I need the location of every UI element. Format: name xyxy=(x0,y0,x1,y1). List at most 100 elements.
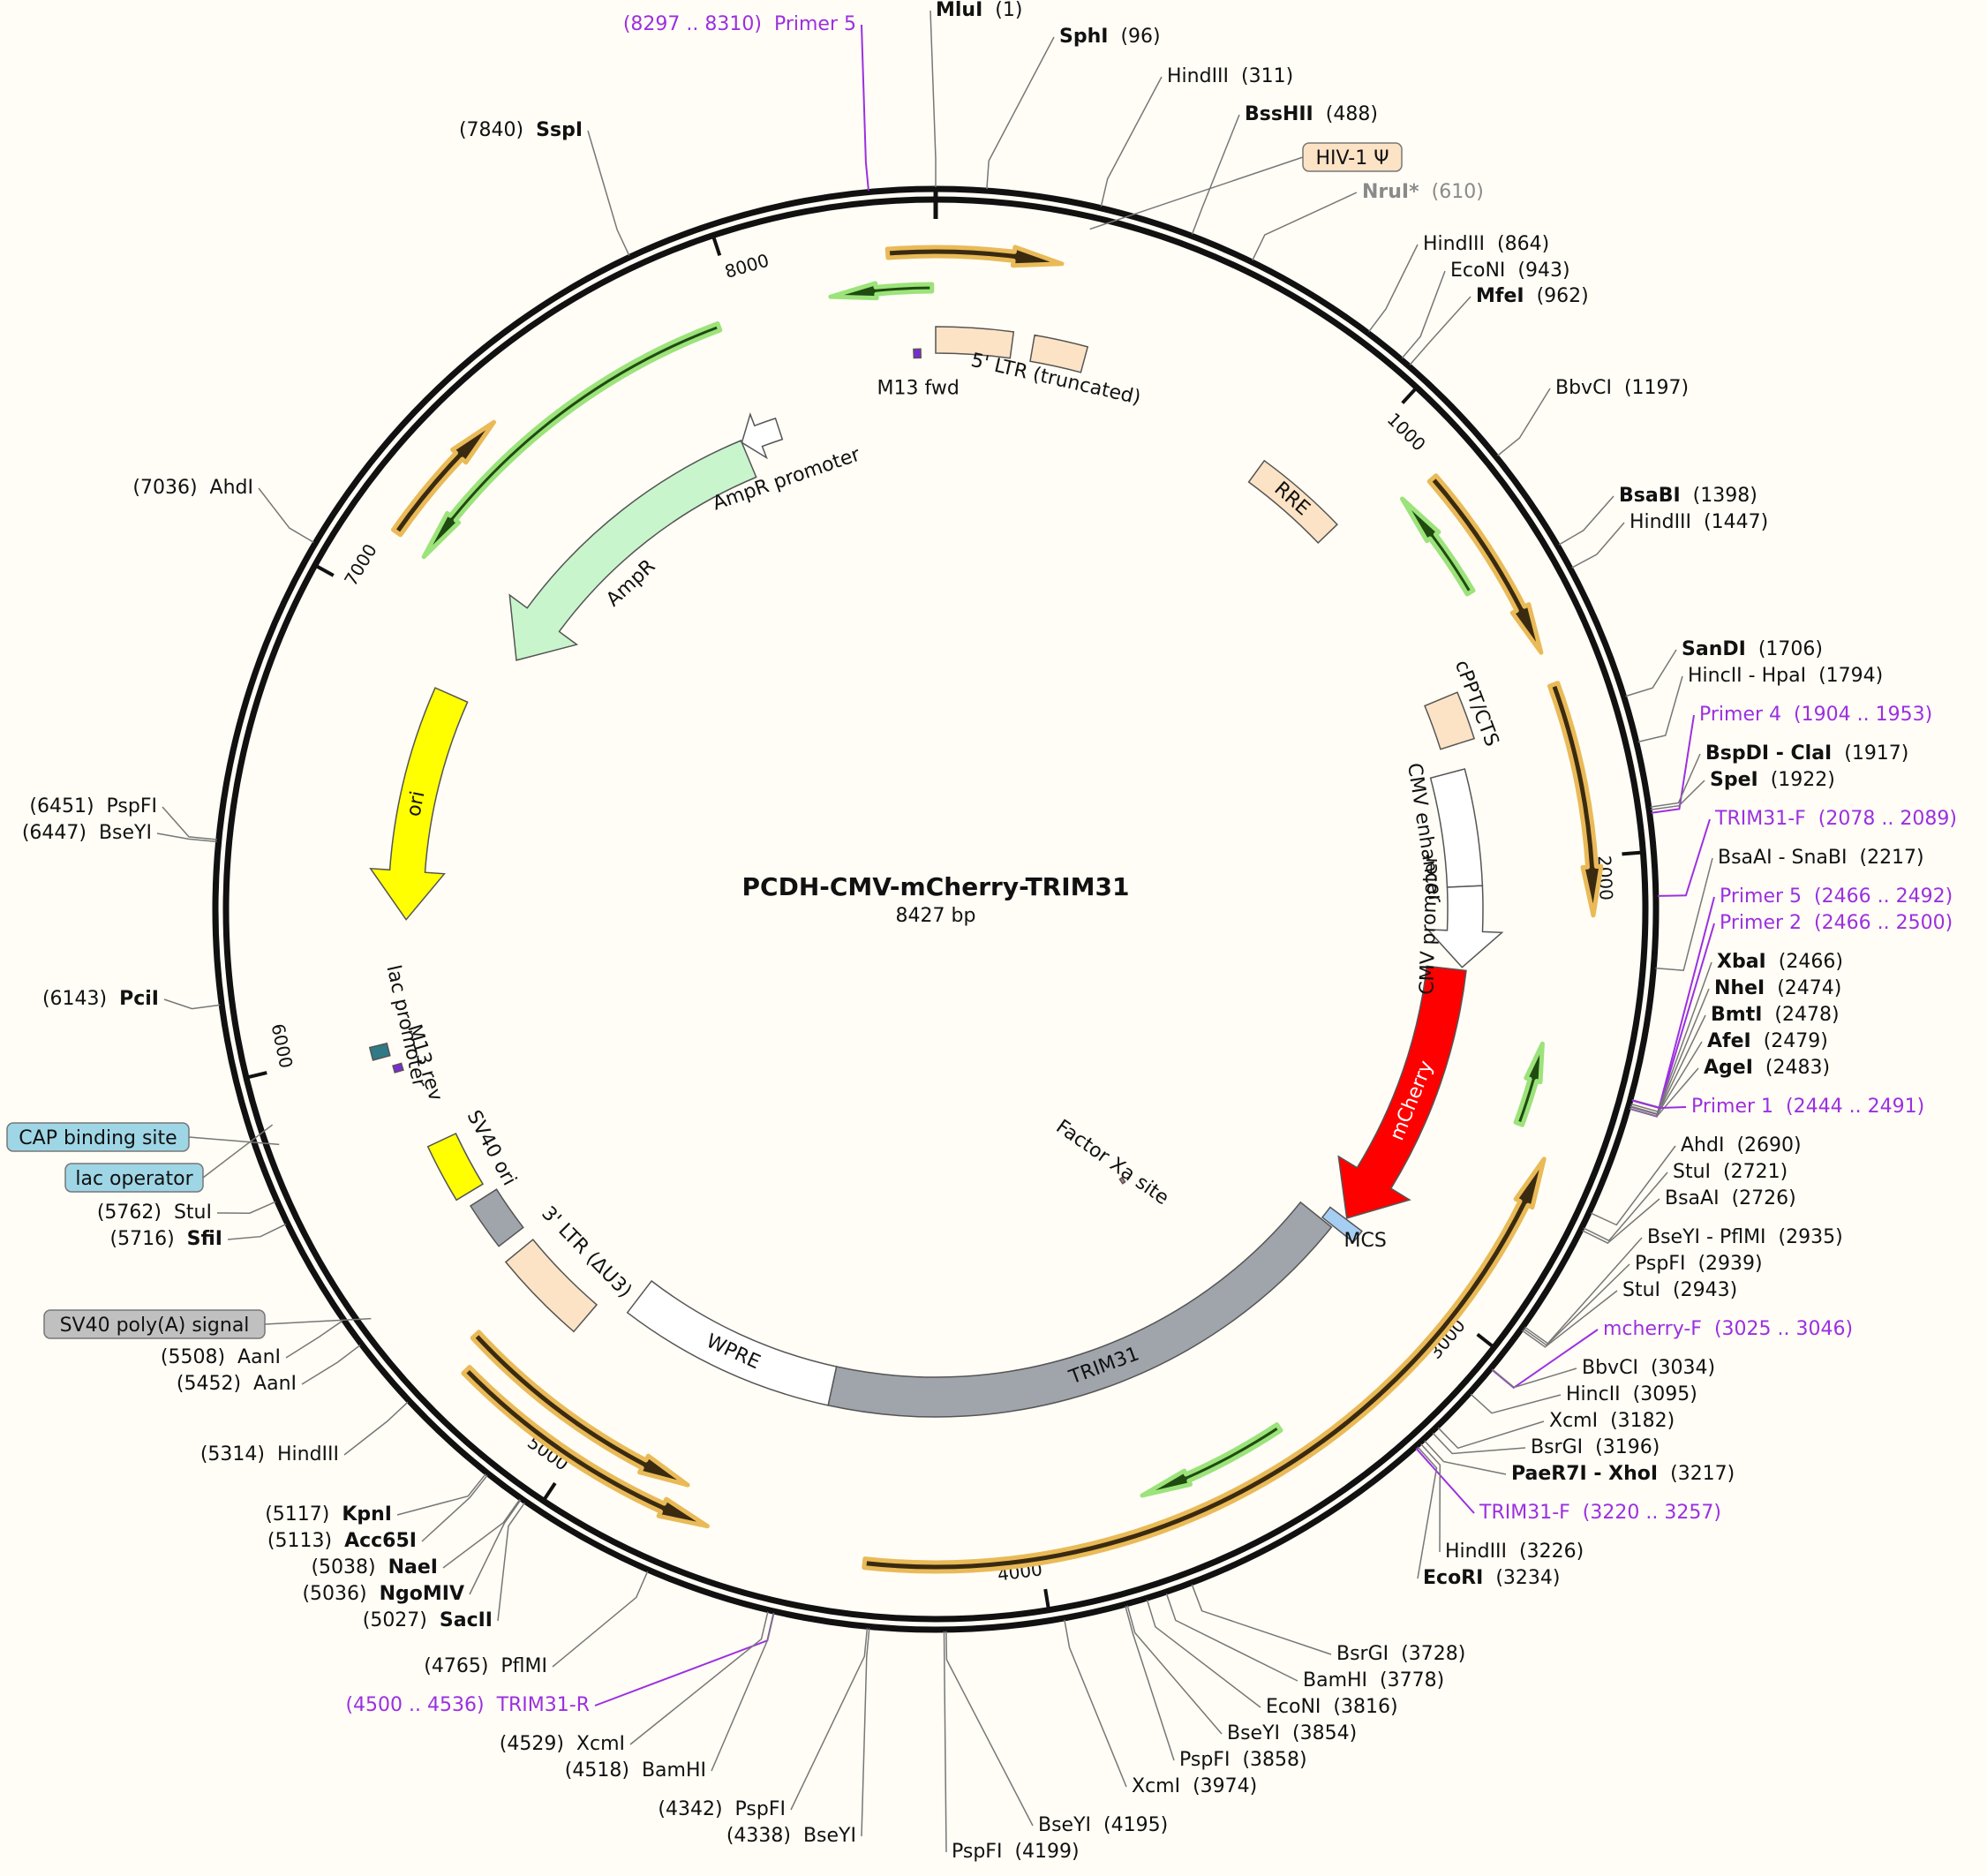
site-label[interactable]: PspFI(2939) xyxy=(1635,1253,1763,1275)
site-label[interactable]: PspFI(3858) xyxy=(1179,1749,1307,1771)
primer-arrow xyxy=(421,321,723,560)
site-label[interactable]: Primer 5(2466 .. 2492) xyxy=(1720,885,1953,908)
site-label[interactable]: (5762)StuI xyxy=(97,1202,212,1224)
site-label[interactable]: HindIII(311) xyxy=(1167,65,1293,87)
site-label[interactable]: HincII - HpaI(1794) xyxy=(1688,665,1883,687)
site-label[interactable]: HindIII(1447) xyxy=(1629,511,1768,533)
site-label[interactable]: BsaAI(2726) xyxy=(1665,1187,1796,1209)
feature-mcherry[interactable] xyxy=(1337,965,1467,1219)
feature-ori[interactable] xyxy=(369,687,469,921)
site-label[interactable]: TRIM31-F(2078 .. 2089) xyxy=(1714,808,1957,830)
site-label[interactable]: Primer 2(2466 .. 2500) xyxy=(1720,912,1953,934)
site-label[interactable]: HindIII(3226) xyxy=(1445,1541,1584,1563)
feature-cppt-cts[interactable] xyxy=(1424,691,1476,750)
site-label[interactable]: (5508)AanI xyxy=(161,1346,281,1368)
site-label[interactable]: (4500 .. 4536)TRIM31-R xyxy=(345,1694,590,1716)
site-label[interactable]: mcherry-F(3025 .. 3046) xyxy=(1603,1318,1853,1340)
site-label[interactable]: (6447)BseYI xyxy=(22,822,152,844)
feature-sv40-poly-a-signal[interactable] xyxy=(469,1188,524,1247)
site-label[interactable]: BspDI - ClaI(1917) xyxy=(1705,742,1908,765)
site-label[interactable]: BsrGI(3728) xyxy=(1336,1643,1465,1665)
site-label[interactable]: XcmI(3182) xyxy=(1549,1410,1675,1432)
site-label[interactable]: HincII(3095) xyxy=(1566,1383,1697,1405)
site-label[interactable]: XbaI(2466) xyxy=(1717,951,1843,973)
site-label[interactable]: StuI(2943) xyxy=(1622,1279,1737,1301)
site-label[interactable]: SphI(96) xyxy=(1059,26,1161,48)
site-label[interactable]: BsrGI(3196) xyxy=(1531,1436,1660,1458)
site-label[interactable]: (5036)NgoMIV xyxy=(302,1583,464,1605)
site-label[interactable]: (4529)XcmI xyxy=(500,1733,625,1755)
site-label[interactable]: EcoNI(943) xyxy=(1450,260,1570,282)
feature-tag[interactable] xyxy=(6,1122,190,1152)
site-label[interactable]: (6143)PciI xyxy=(42,988,159,1010)
site-label[interactable]: EcoRI(3234) xyxy=(1423,1567,1560,1589)
site-label[interactable]: BmtI(2478) xyxy=(1711,1004,1840,1026)
primer-arrow xyxy=(1140,1422,1283,1498)
feature-factor-xa-site[interactable] xyxy=(1118,1176,1126,1185)
site-label[interactable]: NheI(2474) xyxy=(1714,977,1841,999)
site-label[interactable]: BseYI - PflMI(2935) xyxy=(1647,1226,1843,1248)
site-label[interactable]: StuI(2721) xyxy=(1673,1161,1788,1183)
feature-m13-rev[interactable] xyxy=(392,1062,404,1074)
feature-tag[interactable] xyxy=(1302,142,1403,172)
site-label[interactable]: BssHII(488) xyxy=(1245,103,1378,125)
site-label[interactable]: EcoNI(3816) xyxy=(1266,1696,1398,1718)
feature-tag[interactable] xyxy=(64,1163,204,1193)
site-label[interactable]: AgeI(2483) xyxy=(1704,1057,1830,1079)
site-label[interactable]: SanDI(1706) xyxy=(1682,638,1823,660)
feature-mcs[interactable] xyxy=(1321,1206,1363,1244)
site-label[interactable]: (4518)BamHI xyxy=(565,1759,706,1782)
site-label[interactable]: XcmI(3974) xyxy=(1132,1775,1257,1797)
site-label[interactable]: (5038)NaeI xyxy=(311,1556,438,1578)
feature-m13-fwd[interactable] xyxy=(913,348,922,359)
site-label[interactable]: (5117)KpnI xyxy=(265,1503,392,1526)
site-label[interactable]: (5113)Acc65I xyxy=(267,1530,417,1552)
feature-hiv-1-[interactable] xyxy=(1029,334,1089,373)
site-label[interactable]: BbvCI(1197) xyxy=(1555,377,1689,399)
site-label[interactable]: AhdI(2690) xyxy=(1681,1134,1802,1156)
site-label[interactable]: NruI*(610) xyxy=(1362,181,1484,203)
feature-tag[interactable] xyxy=(43,1309,266,1339)
feature-ampr-promoter[interactable] xyxy=(741,411,784,460)
site-label[interactable]: HindIII(864) xyxy=(1423,233,1549,255)
feature-sv40-ori[interactable] xyxy=(426,1133,485,1202)
site-label[interactable]: (7840)SspI xyxy=(459,119,583,141)
site-label[interactable]: (5716)SfiI xyxy=(110,1228,223,1250)
site-label[interactable]: PaeR7I - XhoI(3217) xyxy=(1511,1463,1735,1485)
site-label[interactable]: BseYI(4195) xyxy=(1038,1814,1168,1836)
site-label[interactable]: BseYI(3854) xyxy=(1227,1722,1357,1744)
site-label[interactable]: AfeI(2479) xyxy=(1707,1030,1828,1052)
site-label[interactable]: Primer 4(1904 .. 1953) xyxy=(1699,704,1932,726)
feature-wpre[interactable] xyxy=(626,1279,838,1406)
feature-rre[interactable] xyxy=(1247,459,1338,544)
site-label[interactable]: (5452)AanI xyxy=(177,1373,297,1395)
feature-3-ltr-u3-[interactable] xyxy=(504,1239,598,1333)
site-label[interactable]: (4765)PflMI xyxy=(424,1655,547,1677)
site-label[interactable]: MfeI(962) xyxy=(1476,285,1589,307)
leader-line xyxy=(1583,1172,1668,1242)
site-label[interactable]: (4342)PspFI xyxy=(658,1798,786,1820)
site-label[interactable]: (8297 .. 8310)Primer 5 xyxy=(623,13,856,35)
site-label[interactable]: Primer 1(2444 .. 2491) xyxy=(1691,1096,1924,1118)
site-label[interactable]: (5027)SacII xyxy=(363,1609,493,1631)
site-label[interactable]: (5314)HindIII xyxy=(200,1443,339,1465)
site-label[interactable]: MluI(1) xyxy=(936,0,1022,21)
site-label[interactable]: PspFI(4199) xyxy=(952,1841,1080,1863)
site-label[interactable]: BamHI(3778) xyxy=(1303,1669,1444,1691)
feature-5-ltr-truncated-[interactable] xyxy=(935,326,1015,359)
site-label[interactable]: BsaBI(1398) xyxy=(1619,485,1757,507)
site-label[interactable]: BbvCI(3034) xyxy=(1582,1357,1715,1379)
site-label[interactable]: BsaAI - SnaBI(2217) xyxy=(1718,847,1924,869)
site-label[interactable]: TRIM31-F(3220 .. 3257) xyxy=(1479,1502,1721,1524)
feature-label-factorxa: Factor Xa site xyxy=(1052,1116,1173,1209)
site-label[interactable]: (4338)BseYI xyxy=(726,1825,856,1847)
leader-line xyxy=(469,1499,522,1595)
site-label[interactable]: SpeI(1922) xyxy=(1710,769,1835,791)
feature-cmv-promoter[interactable] xyxy=(1426,885,1504,968)
site-label[interactable]: (6451)PspFI xyxy=(29,795,157,817)
feature-ampr[interactable] xyxy=(508,440,757,661)
site-label[interactable]: (7036)AhdI xyxy=(132,477,253,499)
feature-lac-promoter[interactable] xyxy=(368,1042,391,1061)
